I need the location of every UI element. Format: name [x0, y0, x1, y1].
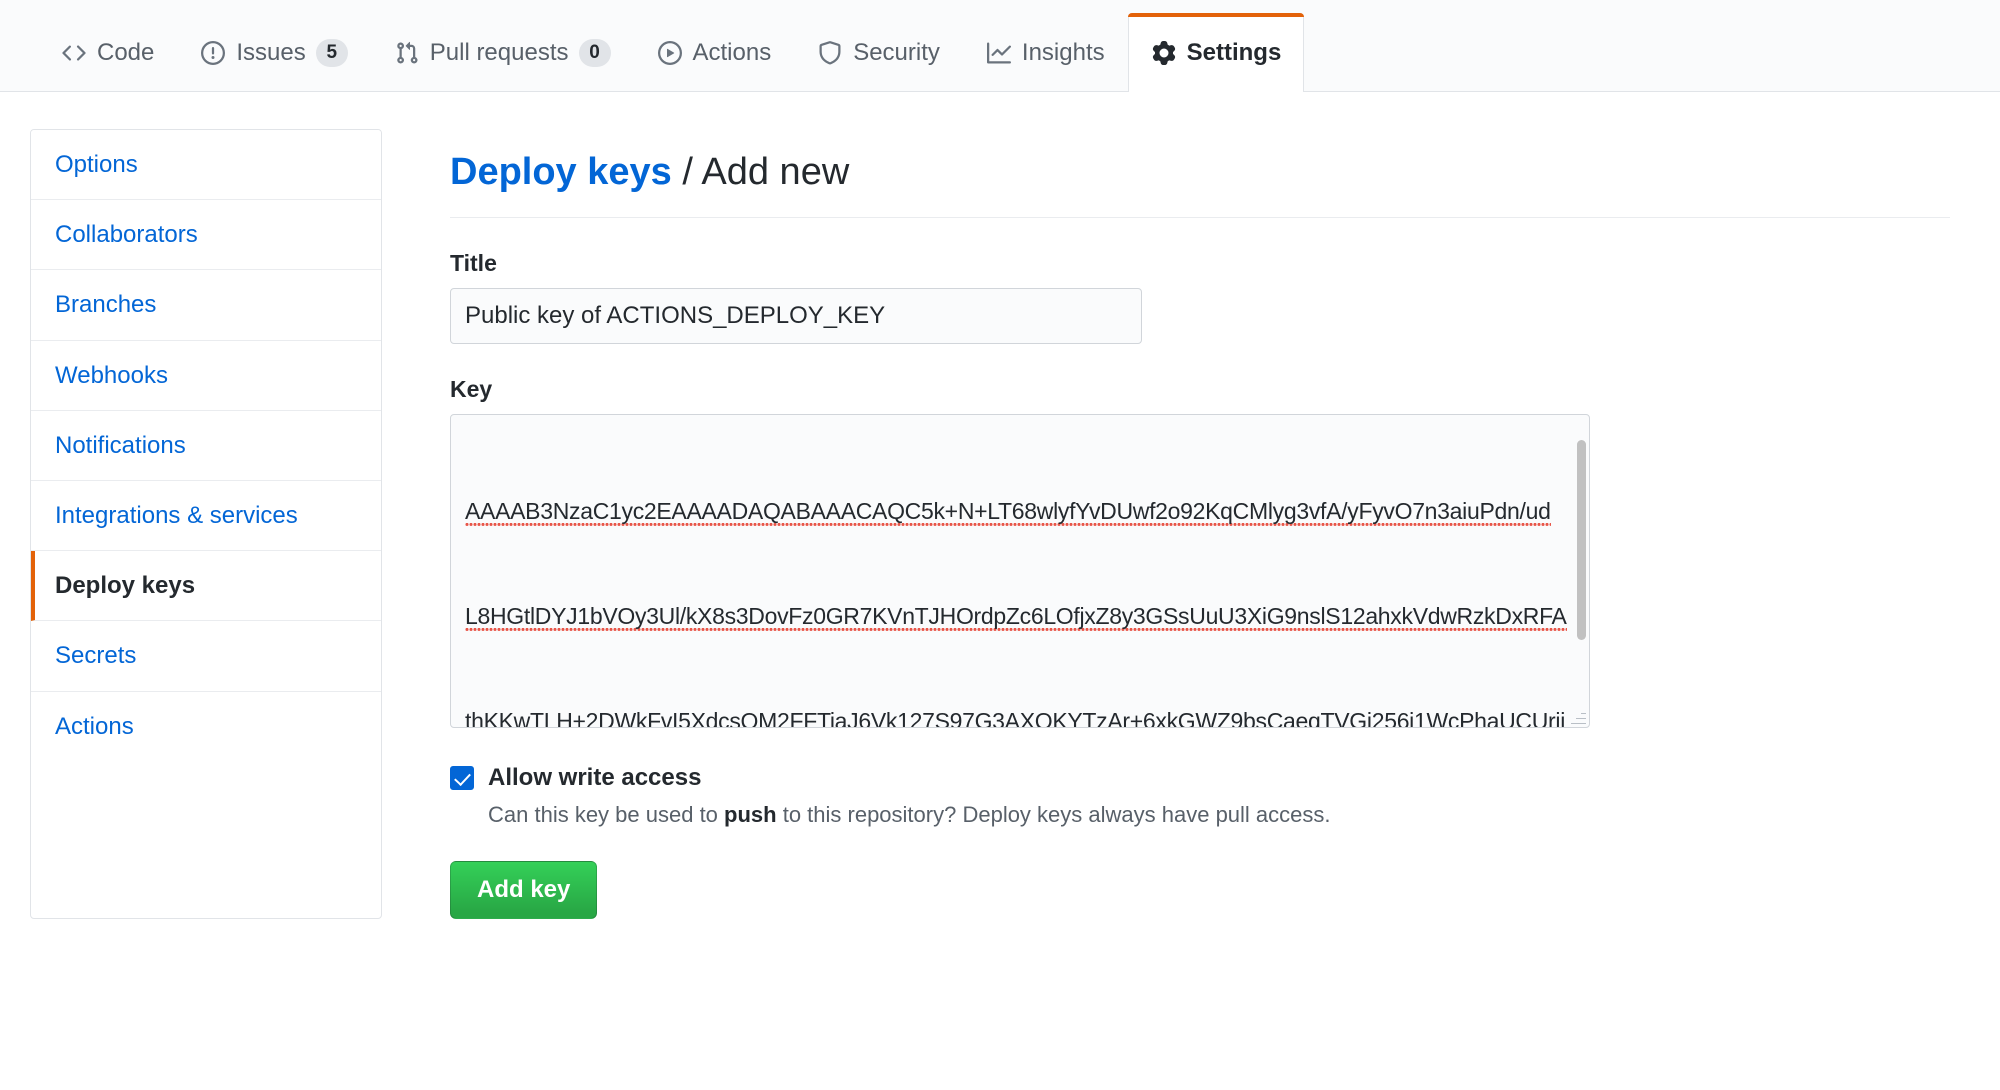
sidebar-item-options[interactable]: Options: [31, 130, 381, 201]
sidebar-item-label: Secrets: [55, 642, 137, 670]
breadcrumb-separator: /: [682, 151, 693, 194]
tab-label: Security: [853, 38, 940, 66]
breadcrumb-deploy-keys-link[interactable]: Deploy keys: [450, 151, 672, 194]
tab-label: Insights: [1021, 38, 1105, 66]
shield-icon: [817, 40, 843, 66]
key-textarea-content: AAAAB3NzaC1yc2EAAAADAQABAAACAQC5k+N+LT68…: [451, 415, 1589, 727]
tab-security[interactable]: Security: [794, 13, 963, 91]
key-textarea-scrollbar-thumb[interactable]: [1577, 439, 1586, 640]
sidebar-item-deploy-keys[interactable]: Deploy keys: [31, 551, 381, 622]
textarea-resize-handle[interactable]: [1570, 708, 1586, 724]
tab-label: Code: [97, 38, 155, 66]
breadcrumb: Deploy keys / Add new: [450, 149, 1950, 218]
deploy-key-form: Deploy keys / Add new Title Key AAAAB3Nz…: [382, 124, 1970, 919]
key-line: L8HGtlDYJ1bVOy3Ul/kX8s3DovFz0GR7KVnTJHOr…: [465, 599, 1575, 634]
tab-actions[interactable]: Actions: [634, 13, 795, 91]
sidebar-item-label: Deploy keys: [55, 572, 196, 600]
sidebar-item-integrations-services[interactable]: Integrations & services: [31, 480, 381, 552]
allow-write-access-label[interactable]: Allow write access: [488, 763, 702, 791]
tab-label: Actions: [692, 38, 772, 66]
title-label: Title: [450, 249, 497, 276]
help-bold: push: [724, 801, 777, 827]
gear-icon: [1151, 40, 1177, 66]
help-prefix: Can this key be used to: [488, 801, 725, 827]
tab-issues[interactable]: Issues 5: [177, 13, 370, 91]
pull-requests-counter: 0: [578, 38, 611, 67]
sidebar-item-actions[interactable]: Actions: [31, 691, 381, 761]
key-line: thKKwTLH+2DWkFvI5XdcsQM2FFTiaJ6Vk127S97G…: [465, 704, 1575, 727]
sidebar-item-secrets[interactable]: Secrets: [31, 621, 381, 692]
sidebar-item-label: Options: [55, 151, 138, 178]
key-textarea[interactable]: AAAAB3NzaC1yc2EAAAADAQABAAACAQC5k+N+LT68…: [450, 413, 1590, 728]
allow-write-access-row[interactable]: Allow write access: [450, 764, 1950, 792]
repo-nav: Code Issues 5 Pull requests 0 Actions Se…: [0, 0, 2000, 92]
tab-label: Settings: [1186, 39, 1282, 66]
help-suffix: to this repository? Deploy keys always h…: [776, 801, 1331, 827]
sidebar-item-label: Webhooks: [55, 361, 168, 389]
sidebar-item-label: Actions: [55, 712, 134, 740]
sidebar-item-notifications[interactable]: Notifications: [31, 410, 381, 481]
tab-pull-requests[interactable]: Pull requests 0: [371, 13, 634, 91]
key-line-text: thKKwTLH+2DWkFvI5XdcsQM2FFTiaJ6Vk127S97G…: [465, 707, 1565, 727]
key-line-text: AAAAB3NzaC1yc2EAAAADAQABAAACAQC5k+N+LT68…: [465, 497, 1551, 526]
issues-counter: 5: [315, 38, 348, 67]
key-line: AAAAB3NzaC1yc2EAAAADAQABAAACAQC5k+N+LT68…: [465, 494, 1575, 529]
settings-sidebar: Options Collaborators Branches Webhooks …: [30, 129, 382, 919]
tab-code[interactable]: Code: [38, 13, 177, 91]
tab-label: Issues: [236, 38, 306, 66]
sidebar-item-webhooks[interactable]: Webhooks: [31, 340, 381, 411]
sidebar-item-branches[interactable]: Branches: [31, 270, 381, 341]
key-line-text: L8HGtlDYJ1bVOy3Ul/kX8s3DovFz0GR7KVnTJHOr…: [465, 602, 1567, 631]
tab-label: Pull requests: [429, 38, 569, 66]
sidebar-item-label: Collaborators: [55, 221, 198, 249]
graph-icon: [986, 40, 1012, 66]
title-input[interactable]: [450, 287, 1142, 344]
key-textarea-scrollbar[interactable]: [1574, 415, 1588, 712]
sidebar-item-label: Integrations & services: [55, 501, 298, 529]
key-label: Key: [450, 375, 493, 402]
play-icon: [657, 40, 683, 66]
sidebar-item-collaborators[interactable]: Collaborators: [31, 200, 381, 271]
allow-write-access-checkbox[interactable]: [450, 765, 474, 790]
sidebar-item-label: Branches: [55, 291, 157, 319]
allow-write-access-help: Can this key be used to push to this rep…: [488, 800, 1950, 831]
git-pull-request-icon: [394, 40, 420, 66]
code-icon: [61, 40, 87, 66]
issue-opened-icon: [200, 40, 226, 66]
tab-insights[interactable]: Insights: [963, 13, 1128, 91]
sidebar-item-label: Notifications: [55, 431, 186, 459]
tab-settings[interactable]: Settings: [1127, 13, 1305, 92]
add-key-button[interactable]: Add key: [450, 860, 598, 919]
settings-page: Options Collaborators Branches Webhooks …: [0, 92, 2000, 919]
breadcrumb-current: Add new: [701, 151, 850, 194]
